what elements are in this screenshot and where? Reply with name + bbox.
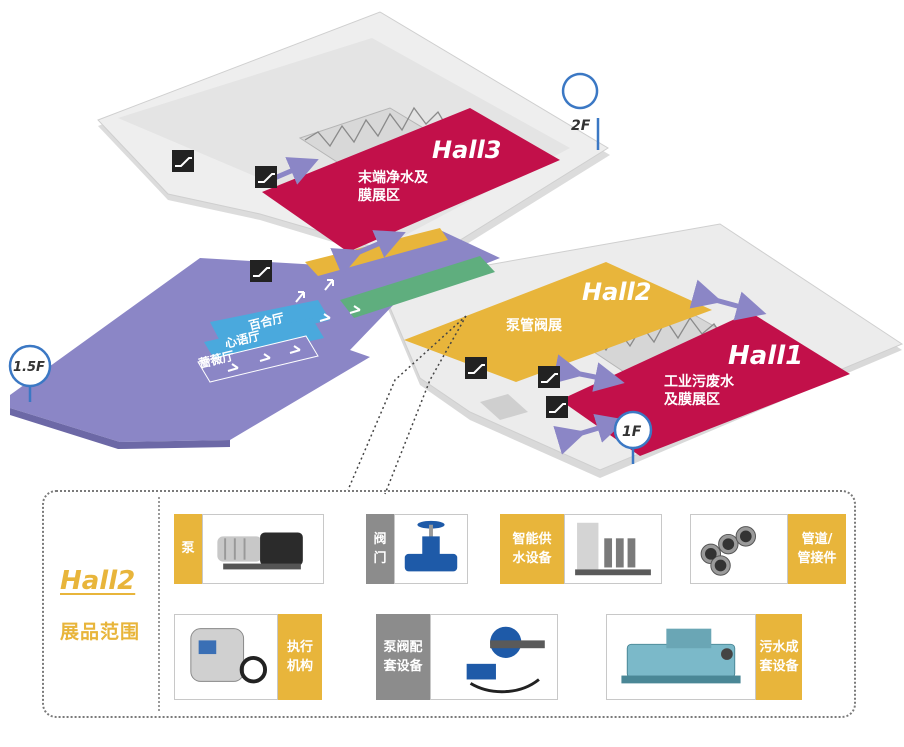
category-label: 阀 门 [366,514,394,584]
actuator-image [174,614,278,700]
category-pump-valve-accessories: 泵阀配 套设备 [376,614,558,700]
hall2-legend-panel [42,490,856,718]
pump-image [202,514,324,584]
connector-arrows [269,157,767,455]
valve-image [394,514,468,584]
escalator-icon [172,150,568,418]
location-pin-icon-1f: 1F [613,410,653,464]
hall2-zone: Hall2 泵管阀展 [404,262,712,382]
category-label: 泵 [174,514,202,584]
location-pin-icon-2f: 2F [561,72,600,150]
category-pump: 泵 [174,514,324,584]
hall3-zone: Hall3 末端净水及 膜展区 [262,108,560,252]
category-label: 智能供 水设备 [500,514,564,584]
category-valve: 阀 门 [366,514,468,584]
category-sewage-equipment: 污水成 套设备 [606,614,802,700]
zone-label-line: 膜展区 [358,187,400,204]
accessories-image [430,614,558,700]
category-pipes: 管道/ 管接件 [690,514,846,584]
zone-label-line: 及膜展区 [664,391,720,408]
floor-label-1f: 1F [622,424,642,440]
category-label: 污水成 套设备 [756,614,802,700]
hall2-title: Hall2 [582,278,651,306]
sewage-equipment-image [606,614,756,700]
direction-arrows [227,279,361,372]
category-label: 执行 机构 [278,614,322,700]
hall2-zone-label: 泵管阀展 [506,317,562,334]
legend-hall-title: Hall2 [60,566,136,596]
category-actuator: 执行 机构 [174,614,322,700]
hall1-zone-label: 工业污废水 及膜展区 [664,373,739,408]
corridor-1-5f [10,228,500,449]
hall1-title: Hall1 [728,341,803,371]
location-pin-icon-1-5f: 1.5F [8,344,52,402]
category-label: 管道/ 管接件 [788,514,846,584]
callout-line [347,315,467,495]
hall3-title: Hall3 [432,136,501,164]
floor-label-2f: 2F [571,118,591,134]
category-smart-water-supply: 智能供 水设备 [500,514,662,584]
water-supply-image [564,514,662,584]
legend-separator [158,497,160,711]
floor-label-1-5f: 1.5F [13,360,45,375]
legend-subtitle: 展品范围 [60,621,141,643]
hall3-zone-label: 末端净水及 膜展区 [358,169,433,204]
category-label: 泵阀配 套设备 [376,614,430,700]
pipes-image [690,514,788,584]
